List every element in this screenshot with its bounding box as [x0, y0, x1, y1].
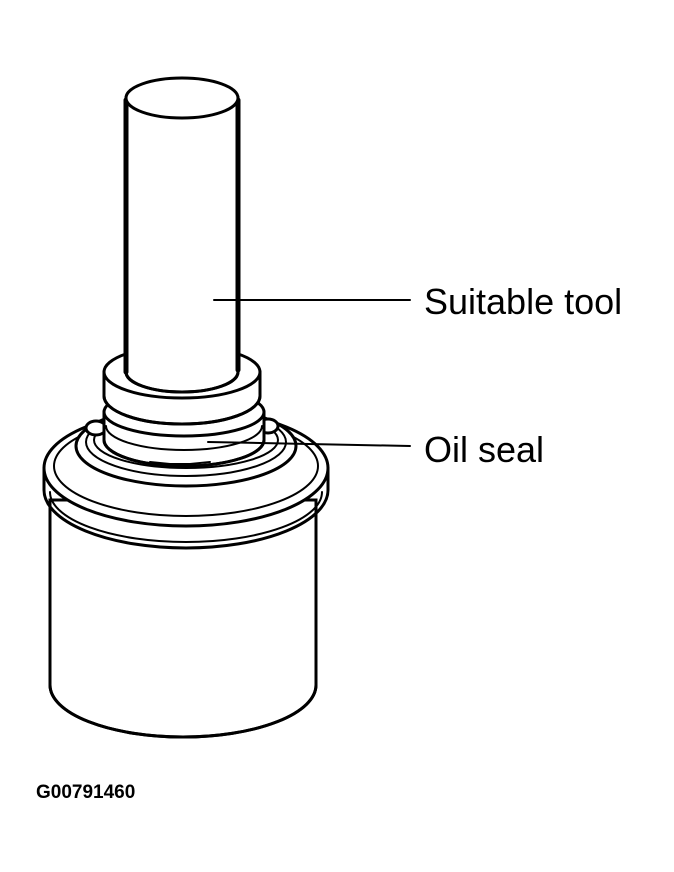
figure-id: G00791460	[36, 782, 135, 803]
housing-flange-lip	[49, 491, 323, 543]
suitable-tool	[102, 76, 262, 426]
label-oil-seal: Oil seal	[424, 429, 544, 470]
label-suitable-tool: Suitable tool	[424, 281, 622, 322]
tool-shaft-base-edge	[124, 370, 240, 394]
housing-bottom-edge	[48, 683, 318, 739]
tool-collar-bottom	[102, 394, 262, 426]
oil-seal-front-edge	[102, 438, 266, 468]
housing-flange-side	[42, 466, 330, 550]
tool-shaft-body	[124, 96, 240, 394]
leader-oil-seal	[207, 441, 411, 447]
tool-shaft-top	[124, 76, 240, 120]
oil-seal-groove	[105, 425, 263, 451]
oil-seal-spring	[149, 461, 211, 465]
